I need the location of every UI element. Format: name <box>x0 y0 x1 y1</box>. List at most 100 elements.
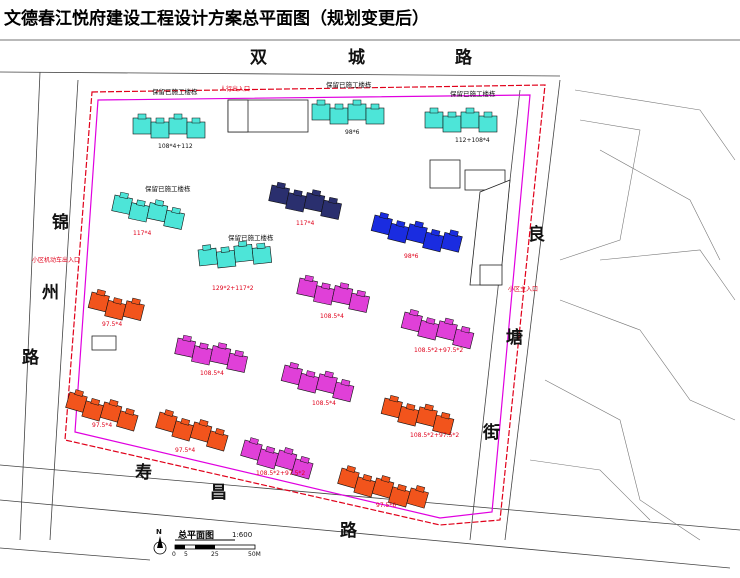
building-core <box>465 107 475 114</box>
height-label: 97.5*6 <box>376 502 397 509</box>
building-core <box>389 395 399 403</box>
building-orange-17 <box>337 465 429 509</box>
building-unit <box>226 352 248 373</box>
height-label: 108.5*4 <box>312 400 336 407</box>
building-core <box>339 282 350 290</box>
building-unit <box>268 184 290 205</box>
building-core <box>334 103 344 110</box>
building-core <box>191 117 201 124</box>
building-core <box>409 309 419 317</box>
building-core <box>171 206 181 215</box>
pedestrian-gate-label: 人行出入口 <box>220 86 251 93</box>
building-core <box>321 282 331 290</box>
building-core <box>316 99 326 106</box>
building-unit <box>296 277 318 298</box>
building-core <box>96 289 106 297</box>
building-core <box>137 113 147 120</box>
building-core <box>217 342 228 350</box>
height-label: 108*4+112 <box>158 143 193 150</box>
building-unit <box>329 107 349 125</box>
building-core <box>444 317 454 326</box>
building-core <box>182 334 192 342</box>
building-unit <box>460 111 480 129</box>
retained-label-5: 保留已施工楼栋 <box>228 234 274 242</box>
scale-bar-graphic <box>153 536 256 555</box>
north-label: N <box>156 528 162 536</box>
vehicle-gate-label: 小区机动车出入口 <box>32 257 81 264</box>
road-north-char-2: 城 <box>348 48 365 68</box>
retained-label-3: 保留已施工楼栋 <box>450 90 496 98</box>
building-unit <box>442 115 462 133</box>
building-core <box>215 427 225 436</box>
building-magenta-12 <box>280 362 355 403</box>
building-core <box>370 103 380 110</box>
building-core <box>440 411 451 420</box>
building-core <box>265 446 276 454</box>
building-core <box>346 465 356 473</box>
retained-label-1: 保留已施工楼栋 <box>152 88 198 96</box>
building-core <box>164 409 174 417</box>
building-cyan-7 <box>197 240 273 269</box>
building-core <box>397 483 407 492</box>
building-core <box>136 199 146 207</box>
height-label: 108.5*2+97.5*2 <box>256 470 306 477</box>
building-core <box>405 403 416 411</box>
road-east-char-1: 良 <box>528 225 545 245</box>
scale-tick-25: 25 <box>211 551 219 558</box>
building-core <box>155 117 165 124</box>
building-unit <box>303 192 326 213</box>
building-unit <box>191 345 213 366</box>
building-core <box>352 99 362 106</box>
building-orange-14 <box>65 389 139 432</box>
building-unit <box>478 115 498 133</box>
road-south-char-3: 路 <box>340 521 357 541</box>
building-unit <box>365 107 385 125</box>
building-unit <box>348 292 370 313</box>
building-unit <box>146 202 169 223</box>
main-gate-label: 小区主入口 <box>508 286 539 293</box>
scale-ratio: 1:600 <box>232 531 253 539</box>
height-label: 117*4 <box>296 220 315 227</box>
building-magenta-10 <box>400 309 475 350</box>
road-lines <box>0 39 740 569</box>
height-label: 112+108*4 <box>455 137 490 144</box>
building-core <box>324 370 334 379</box>
site-boundary <box>74 94 531 519</box>
scale-title: 总平面图 <box>178 531 215 541</box>
building-core <box>362 474 373 482</box>
height-label: 97.5*4 <box>92 422 113 429</box>
building-core <box>380 475 391 483</box>
parcel-lines <box>529 89 736 541</box>
building-core <box>395 220 406 228</box>
building-unit <box>111 194 133 215</box>
building-unit <box>174 337 196 358</box>
building-core <box>356 289 366 298</box>
building-core <box>415 485 426 493</box>
page-title: 文德春江悦府建设工程设计方案总平面图（规划变更后） <box>4 9 429 29</box>
building-unit <box>150 121 170 139</box>
height-label: 108.5*4 <box>200 370 224 377</box>
road-west-char-2: 州 <box>42 283 59 303</box>
building-unit <box>313 285 335 306</box>
height-label: 98*6 <box>404 253 419 260</box>
building-core <box>304 274 314 282</box>
height-label: 98*6 <box>345 129 360 136</box>
building-unit <box>233 244 254 263</box>
scale-tick-5: 5 <box>184 551 188 558</box>
building-core <box>74 389 84 397</box>
building-unit <box>320 199 342 220</box>
building-unit <box>132 117 152 135</box>
building-orange-15 <box>155 409 229 452</box>
building-unit <box>215 249 237 269</box>
building-unit <box>168 117 188 135</box>
road-west-char-3: 路 <box>22 348 39 368</box>
building-core <box>276 181 286 189</box>
building-cyan-1 <box>132 113 206 139</box>
building-cyan-4 <box>111 191 185 230</box>
building-unit <box>331 285 354 306</box>
building-core <box>202 244 212 251</box>
building-core <box>234 349 244 358</box>
building-unit <box>128 202 150 223</box>
building-core <box>483 111 493 118</box>
